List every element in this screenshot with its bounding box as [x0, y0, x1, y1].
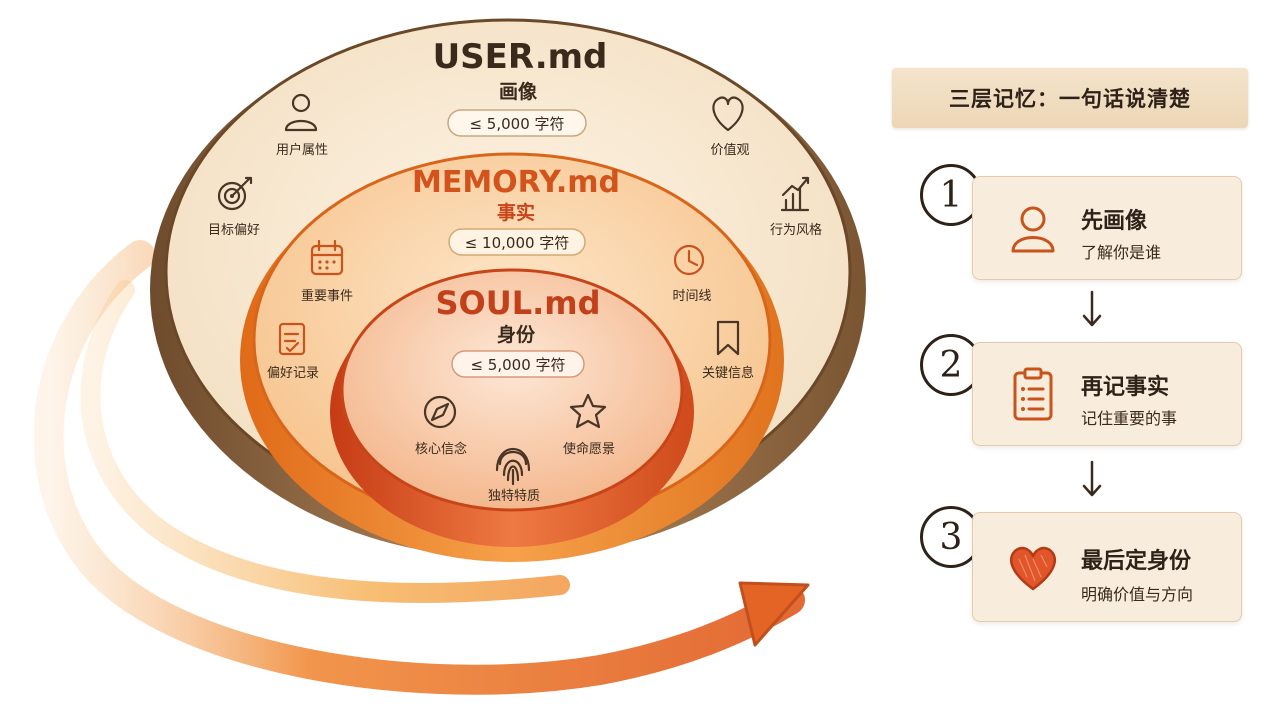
user-attr-3: 行为风格 — [770, 222, 822, 238]
memory-attr-2: 时间线 — [672, 289, 711, 304]
step-3-title: 最后定身份 — [1081, 549, 1192, 574]
heart-outline-icon — [712, 96, 744, 132]
summary-banner: 三层记忆：一句话说清楚 — [892, 68, 1248, 128]
user-attr-2: 价值观 — [710, 142, 749, 158]
step-3-subtitle: 明确价值与方向 — [1081, 585, 1194, 604]
memory-limit: ≤ 10,000 字符 — [465, 234, 570, 252]
arrow-down-icon — [1082, 460, 1102, 497]
target-icon — [217, 176, 253, 211]
memory-title: MEMORY.md — [412, 165, 620, 200]
user-limit: ≤ 5,000 字符 — [469, 115, 564, 133]
soul-attr-2: 独特特质 — [488, 489, 540, 504]
soul-subtitle: 身份 — [497, 323, 536, 346]
step-1-subtitle: 了解你是谁 — [1081, 243, 1162, 262]
banner-title: 三层记忆：一句话说清楚 — [949, 87, 1191, 111]
calendar-icon — [310, 239, 344, 276]
step-2-card: 再记事实 记住重要的事 — [972, 342, 1242, 446]
bookmark-icon — [716, 320, 740, 356]
soul-attr-1: 使命愿景 — [563, 441, 615, 457]
person-icon — [1011, 206, 1055, 253]
step-1-title: 先画像 — [1081, 209, 1148, 234]
step-2-title: 再记事实 — [1081, 375, 1170, 400]
arrow-down-icon — [1082, 290, 1102, 327]
note-edit-icon — [278, 322, 306, 356]
memory-attr-0: 重要事件 — [301, 288, 353, 304]
soul-limit: ≤ 5,000 字符 — [470, 356, 565, 374]
heart-icon — [1010, 546, 1056, 591]
step-3-number: 3 — [920, 506, 982, 568]
clock-icon — [673, 244, 705, 276]
star-icon — [569, 393, 607, 429]
user-limit-pill — [447, 109, 587, 137]
memory-limit-pill — [448, 228, 586, 256]
step-2-subtitle: 记住重要的事 — [1081, 409, 1178, 428]
clipboard-icon — [1013, 367, 1053, 421]
step-1-card: 先画像 了解你是谁 — [972, 176, 1242, 280]
step-3-card: 最后定身份 明确价值与方向 — [972, 512, 1242, 622]
memory-attr-1: 偏好记录 — [267, 366, 319, 381]
user-attr-1: 目标偏好 — [208, 223, 260, 238]
user-title: USER.md — [433, 37, 608, 77]
soul-limit-pill — [451, 350, 585, 378]
bar-chart-icon — [780, 176, 810, 212]
user-attr-0: 用户属性 — [276, 142, 328, 158]
soul-attr-0: 核心信念 — [415, 441, 467, 457]
fingerprint-icon — [495, 447, 531, 486]
person-icon — [284, 93, 318, 132]
soul-layer-ring — [330, 268, 694, 547]
user-subtitle: 画像 — [499, 80, 538, 103]
compass-icon — [423, 395, 457, 429]
swoosh-arrow — [33, 240, 810, 695]
memory-attr-3: 关键信息 — [702, 365, 754, 381]
soul-title: SOUL.md — [435, 284, 600, 322]
memory-subtitle: 事实 — [497, 201, 535, 224]
